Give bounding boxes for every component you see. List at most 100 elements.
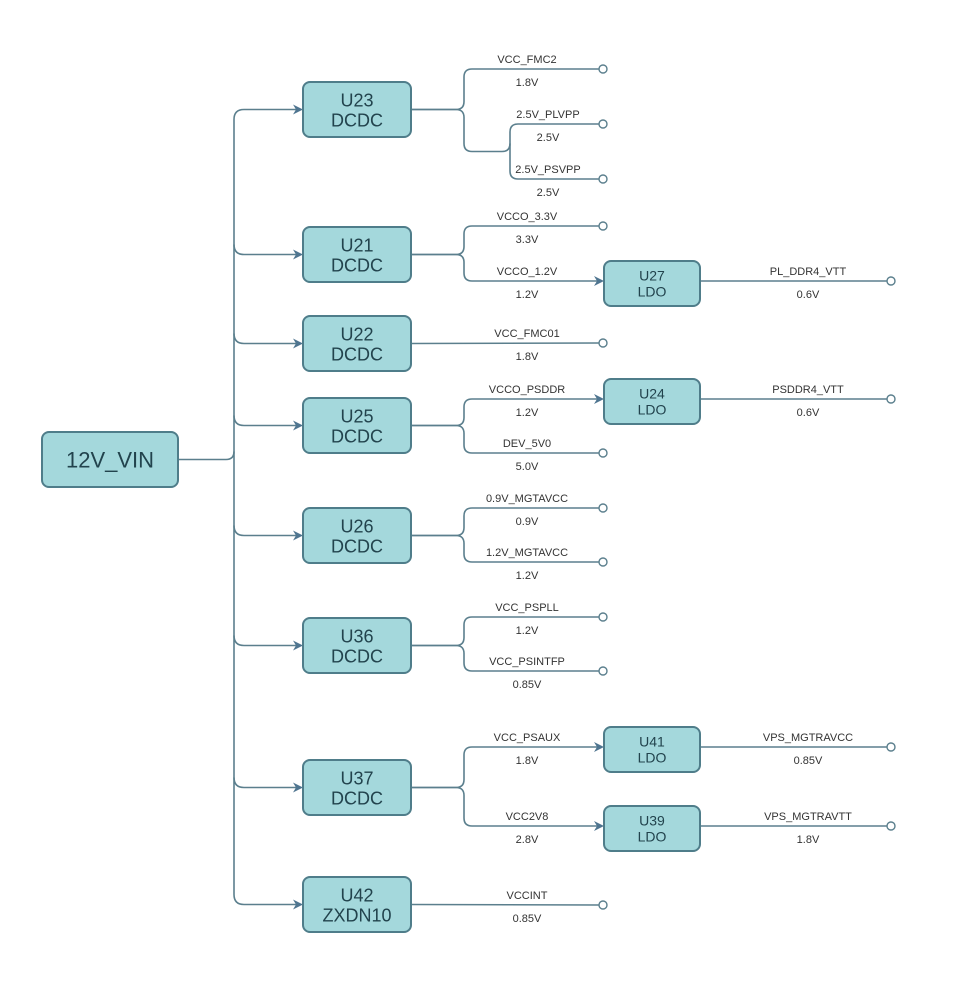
regulator-u26-output-1-2v-mgtavcc-voltage-label: 1.2V (516, 570, 539, 582)
regulator-u22-output-vcc-fmc01-terminal[interactable] (598, 338, 608, 348)
regulator-u42-input-arrow (293, 899, 303, 910)
regulator-u25-id: U25 (340, 407, 373, 427)
ldo-u39-type: LDO (638, 829, 667, 845)
regulator-u26-body (302, 507, 412, 564)
regulator-u26-output-1-2v-mgtavcc-terminal[interactable] (598, 557, 608, 567)
regulator-u23-output-vcc-fmc2-voltage-label: 1.8V (516, 77, 539, 89)
regulator-u36-output-vcc-psintfp-voltage-label: 0.85V (513, 679, 542, 691)
regulator-u25-output-dev-5v0-terminal[interactable] (598, 448, 608, 458)
regulator-u36-output-vcc-pspll-voltage-label: 1.2V (516, 625, 539, 637)
regulator-u37-output-vcc-psaux-net-label: VCC_PSAUX (494, 732, 561, 744)
ldo-u41-output-terminal[interactable] (886, 742, 896, 752)
regulator-u37-input-arrow (293, 782, 303, 793)
regulator-u21-body (302, 226, 412, 283)
regulator-u36-output-vcc-psintfp-terminal[interactable] (598, 666, 608, 676)
regulator-u36-body (302, 617, 412, 674)
ldo-u24-id: U24 (639, 386, 665, 402)
regulator-u36-id: U36 (340, 627, 373, 647)
regulator-u21-input-wire (233, 244, 301, 256)
regulator-u42-output-vccint-voltage-label: 0.85V (513, 913, 542, 925)
regulator-u36-output-vcc-pspll-terminal[interactable] (598, 612, 608, 622)
regulator-u21-id: U21 (340, 236, 373, 256)
regulator-u22-type: DCDC (331, 345, 383, 365)
regulator-u23-type: DCDC (331, 111, 383, 131)
source-wire (178, 451, 235, 461)
ldo-u39-input-arrow (594, 821, 604, 831)
regulator-u36-output-vcc-psintfp-wire (411, 644, 599, 672)
ldo-u27-type: LDO (638, 284, 667, 300)
regulator-u26-type: DCDC (331, 537, 383, 557)
regulator-u23-output-2-5v-plvpp-net-label: 2.5V_PLVPP (516, 109, 579, 121)
ldo-u41-id: U41 (639, 734, 665, 750)
regulator-u42-output-vccint-terminal[interactable] (598, 900, 608, 910)
regulator-u25-output-vcco-psddr-voltage-label: 1.2V (516, 407, 539, 419)
regulator-u36-output-vcc-pspll-net-label: VCC_PSPLL (495, 602, 559, 614)
regulator-u26-output-1-2v-mgtavcc-wire (411, 534, 599, 563)
ldo-u39-body (603, 805, 701, 852)
regulator-u22-input-arrow (293, 338, 303, 349)
regulator-u37-body (302, 759, 412, 816)
regulator-u21-output-vcco-3-3v-wire (411, 225, 599, 256)
regulator-u21-output-vcco-1-2v-wire (411, 253, 602, 282)
regulator-u22-body (302, 315, 412, 372)
regulator-u23-output-2-5v-psvpp-voltage-label: 2.5V (537, 187, 560, 199)
source-12v-vin-label: 12V_VIN (66, 447, 154, 472)
ldo-u24-output-terminal[interactable] (886, 394, 896, 404)
regulator-u26-output-0-9v-mgtavcc-voltage-label: 0.9V (516, 516, 539, 528)
regulator-u36-type: DCDC (331, 647, 383, 667)
regulator-u25-output-dev-5v0-net-label: DEV_5V0 (503, 438, 551, 450)
regulator-u23-output-vcc-fmc2-terminal[interactable] (598, 64, 608, 74)
regulator-u23-input-wire (233, 108, 301, 120)
regulator-u42-type: ZXDN10 (322, 906, 391, 926)
regulator-u26-output-0-9v-mgtavcc-terminal[interactable] (598, 503, 608, 513)
ldo-u39-id: U39 (639, 813, 665, 829)
ldo-u39-net-label: VPS_MGTRAVTT (764, 811, 852, 823)
regulator-u22-input-wire (233, 333, 301, 345)
regulator-u21-output-vcco-3-3v-net-label: VCCO_3.3V (497, 211, 558, 223)
regulator-u26-output-0-9v-mgtavcc-wire (411, 507, 599, 537)
regulator-u23-output-2-5v-psvpp-terminal[interactable] (598, 174, 608, 184)
regulator-u25-output-dev-5v0-wire (411, 424, 599, 454)
regulator-u21-output-vcco-3-3v-terminal[interactable] (598, 221, 608, 231)
regulator-u26-input-wire (233, 525, 301, 537)
ldo-u39-output-terminal[interactable] (886, 821, 896, 831)
regulator-u23-output-2-5v-plvpp-terminal[interactable] (598, 119, 608, 129)
regulator-u23-output-vcc-fmc2-wire (411, 68, 599, 111)
regulator-u42-output-vccint-wire (410, 903, 600, 906)
regulator-u36-output-vcc-pspll-wire (411, 616, 599, 647)
regulator-u22-output-vcc-fmc01-wire (410, 342, 600, 345)
regulator-u37-type: DCDC (331, 789, 383, 809)
regulator-u21-input-arrow (293, 249, 303, 260)
regulator-u36-input-arrow (293, 640, 303, 651)
regulator-u22-output-vcc-fmc01-net-label: VCC_FMC01 (494, 328, 559, 340)
ldo-u27-voltage-label: 0.6V (797, 289, 820, 301)
ldo-u27-net-label: PL_DDR4_VTT (770, 266, 847, 278)
ldo-u41-body (603, 726, 701, 773)
source-12v-vin-body (41, 431, 179, 488)
regulator-u26-output-0-9v-mgtavcc-net-label: 0.9V_MGTAVCC (486, 493, 568, 505)
ldo-u41-net-label: VPS_MGTRAVCC (763, 732, 853, 744)
regulator-u26-input-arrow (293, 530, 303, 541)
source-12v-vin: 12V_VIN (41, 431, 179, 488)
ldo-u27-output-terminal[interactable] (886, 276, 896, 286)
regulator-u42-output-vccint-net-label: VCCINT (507, 890, 548, 902)
regulator-u23-output-2-5v-plvpp-wire (411, 108, 599, 153)
ldo-u27-input-arrow (594, 276, 604, 286)
regulator-u23-id: U23 (340, 91, 373, 111)
regulator-u25-output-dev-5v0-voltage-label: 5.0V (516, 461, 539, 473)
regulator-u37-output-vcc-psaux-voltage-label: 1.8V (516, 755, 539, 767)
regulator-u25-type: DCDC (331, 427, 383, 447)
regulator-u21-output-vcco-1-2v-net-label: VCCO_1.2V (497, 266, 558, 278)
ldo-u41-voltage-label: 0.85V (794, 755, 823, 767)
regulator-u23-input-arrow (293, 104, 303, 115)
